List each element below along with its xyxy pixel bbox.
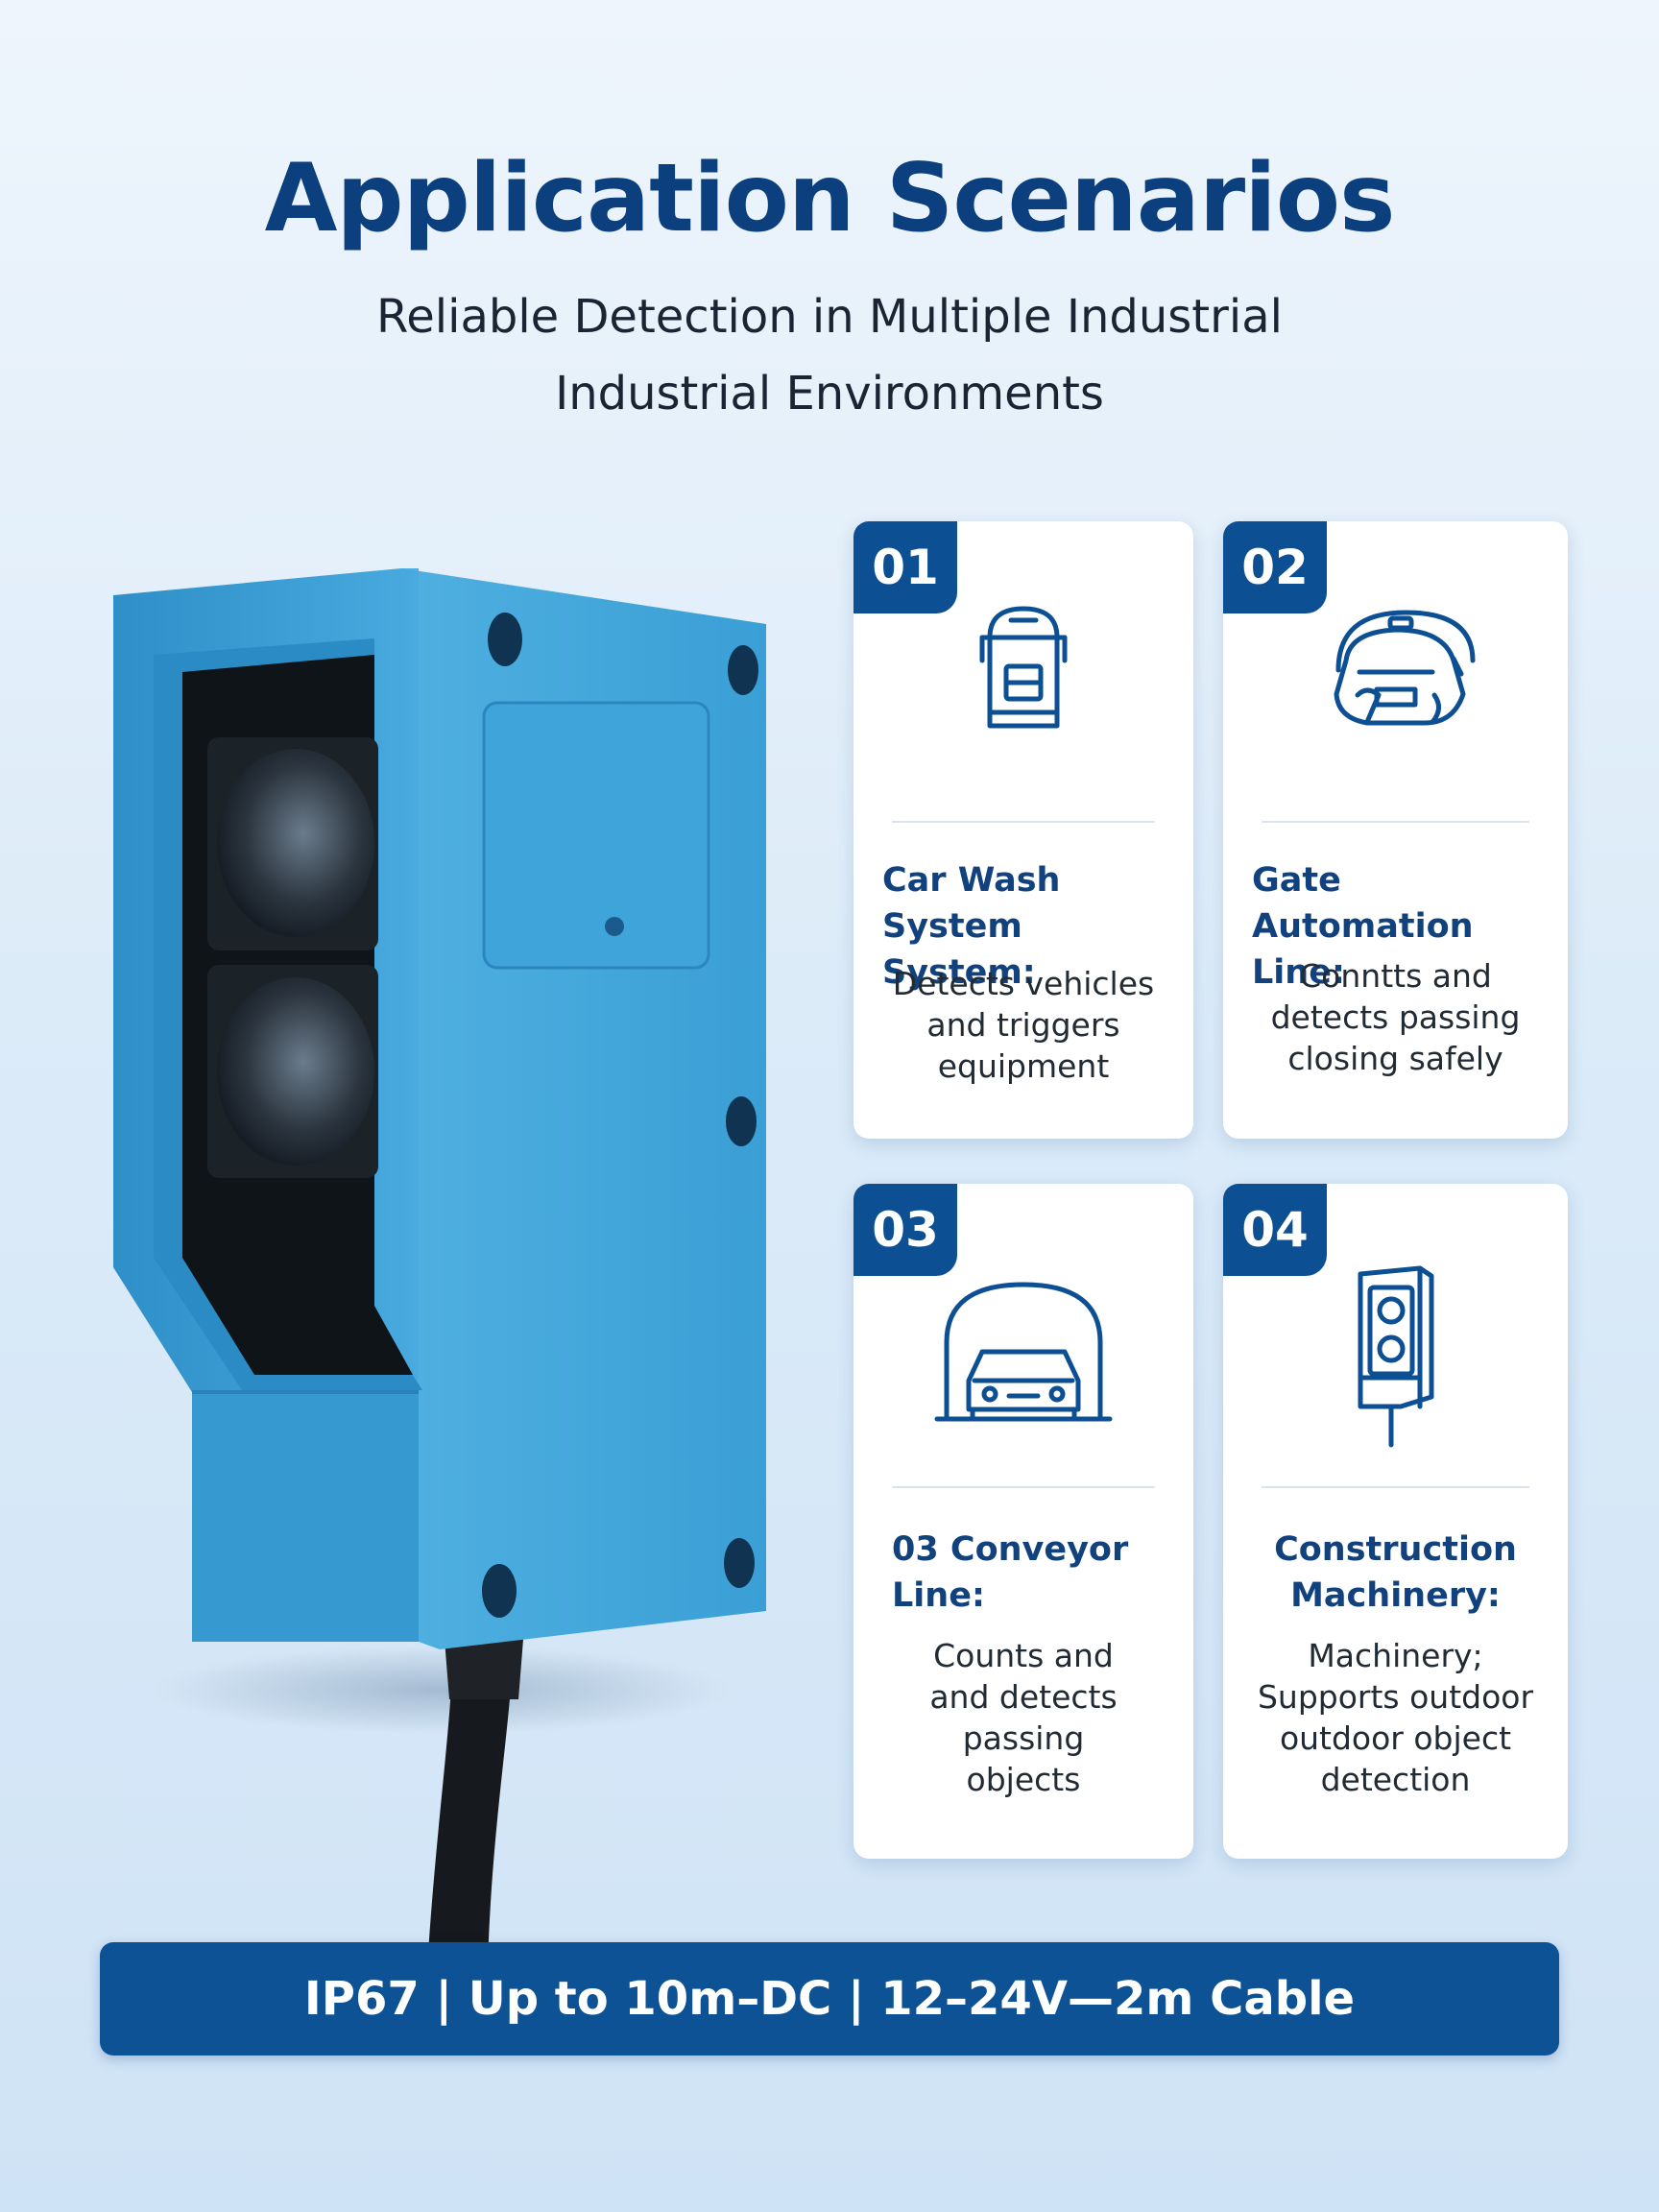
card-description-line: detects passing — [1270, 998, 1521, 1036]
scenario-card-construction: 04 Construction Machinery: Machinery; Su… — [1223, 1184, 1568, 1859]
card-title-line: Line: — [1252, 953, 1345, 992]
card-description-line: Detects vehicles — [892, 965, 1155, 1002]
card-number-badge: 02 — [1223, 521, 1327, 613]
card-description-line: outdoor object — [1279, 1719, 1512, 1757]
card-number-badge: 04 — [1223, 1184, 1327, 1276]
card-title-line: Gate Automation — [1252, 861, 1474, 946]
card-divider — [1262, 1486, 1529, 1488]
card-number-badge: 01 — [854, 521, 957, 613]
card-description-line: equipment — [937, 1047, 1110, 1085]
card-description-line: Supports outdoor — [1257, 1678, 1534, 1716]
subtitle-line: Reliable Detection in Multiple Industria… — [376, 290, 1283, 344]
card-description-line: detection — [1320, 1761, 1471, 1798]
card-title: 03 Conveyor Line: — [892, 1527, 1180, 1619]
card-description: Conntts and detects passing closing safe… — [1237, 955, 1554, 1079]
car-wash-icon — [979, 606, 1068, 729]
photoelectric-sensor-image — [113, 568, 766, 1968]
card-description-line: Conntts and — [1299, 957, 1492, 995]
spec-bar-text: IP67 | Up to 10m–DC | 12–24V—2m Cable — [303, 1972, 1356, 2026]
card-title: Construction Machinery: — [1237, 1527, 1554, 1619]
scenario-card-gate-automation: 02 Gate Automation Line: Conntts and det… — [1223, 521, 1568, 1139]
card-description-line: and triggers — [926, 1006, 1120, 1044]
card-title-line: Machinery: — [1290, 1576, 1501, 1615]
card-description: Counts and and detects passing objects — [867, 1635, 1180, 1800]
card-number-badge: 03 — [854, 1184, 957, 1276]
card-title-line: Construction — [1274, 1530, 1517, 1569]
card-title-line: System: — [882, 953, 1036, 992]
conveyor-car-icon — [934, 1282, 1113, 1422]
card-description-line: passing — [962, 1719, 1085, 1757]
gate-automation-icon — [1334, 610, 1475, 726]
subtitle-line: Industrial Environments — [555, 367, 1104, 421]
card-title-line: Line: — [892, 1576, 985, 1615]
card-divider — [1262, 821, 1529, 823]
scenario-card-conveyor: 03 03 Conveyor Line: Counts and and dete… — [854, 1184, 1193, 1859]
card-description-line: closing safely — [1287, 1040, 1503, 1077]
card-description: Detects vehicles and triggers equipment — [867, 963, 1180, 1087]
card-description-line: objects — [966, 1761, 1081, 1798]
spec-bar: IP67 | Up to 10m–DC | 12–24V—2m Cable — [100, 1942, 1559, 2056]
card-description: Machinery; Supports outdoor outdoor obje… — [1237, 1635, 1554, 1800]
card-title: Gate Automation Line: — [1252, 857, 1554, 996]
sensor-unit-icon — [1358, 1265, 1433, 1448]
page-subtitle: Reliable Detection in Multiple Industria… — [349, 278, 1310, 432]
card-description-line: and detects — [929, 1678, 1118, 1716]
card-title: Car Wash System System: — [882, 857, 1180, 996]
card-description-line: Machinery; — [1308, 1637, 1483, 1674]
scenario-card-car-wash: 01 Car Wash System System: Detects vehic… — [854, 521, 1193, 1139]
page-title: Application Scenarios — [264, 144, 1396, 253]
card-divider — [892, 821, 1155, 823]
card-divider — [892, 1486, 1155, 1488]
card-description-line: Counts and — [933, 1637, 1114, 1674]
card-title-line: 03 Conveyor — [892, 1530, 1129, 1569]
card-title-line: Car Wash System — [882, 861, 1061, 946]
